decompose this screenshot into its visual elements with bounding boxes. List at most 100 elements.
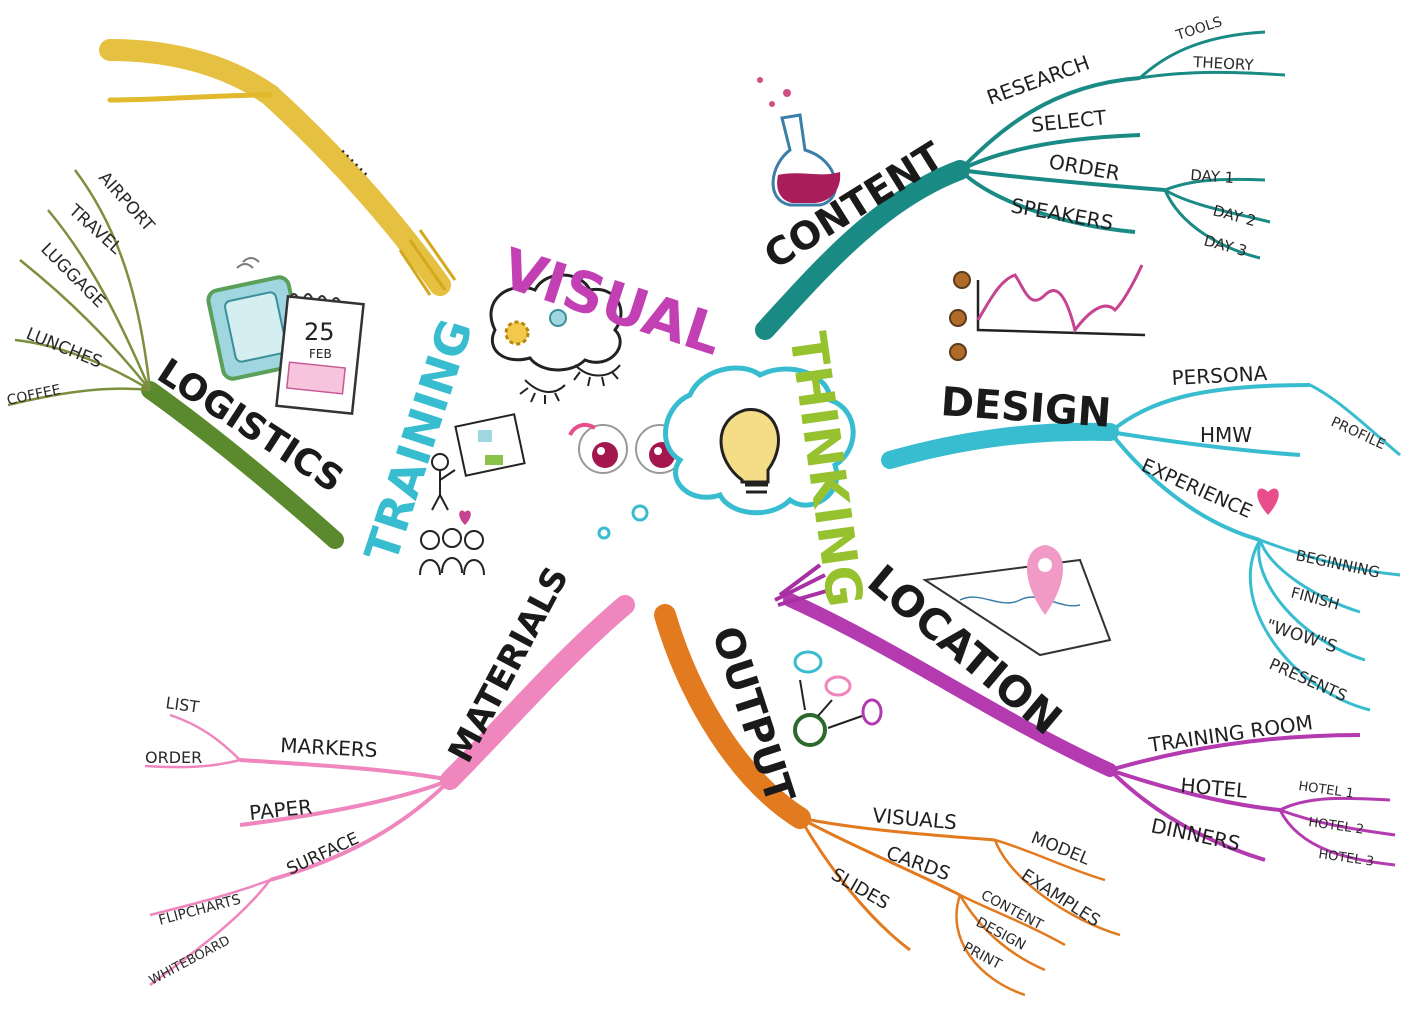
design-label: DESIGN (939, 379, 1112, 437)
people-doodle (419, 413, 526, 576)
process-bubble-2 (824, 675, 852, 697)
materials-paper: PAPER (248, 795, 313, 825)
branch-materials-trunk (440, 595, 635, 790)
branch-logistics-twig-coffee (7, 387, 151, 407)
branch-location-twig-dinners (1108, 768, 1266, 862)
branch-materials: MATERIALS MARKERS LIST ORDER PAPER SURFA… (144, 560, 635, 989)
design-finish: FINISH (1289, 583, 1341, 613)
process-bubble-1 (793, 650, 823, 674)
branch-content-twig-day1 (1164, 177, 1266, 192)
branch-output-twig-cards (799, 816, 961, 897)
eyelashes-left (519, 379, 566, 404)
branch-output-twig-content (959, 893, 1066, 947)
content-day1: DAY 1 (1190, 166, 1235, 187)
branch-output-twig-model (994, 838, 1106, 882)
eyelashes-right (573, 364, 621, 387)
content-day3: DAY 3 (1202, 231, 1249, 260)
branch-unnamed-trunk (99, 39, 451, 296)
branch-location-trunk (783, 593, 1117, 777)
branch-logistics-twig-lunches (14, 338, 151, 392)
content-speakers: SPEAKERS (1009, 193, 1115, 235)
branch-location-twig-hotel3 (1278, 809, 1396, 867)
branch-materials-twig-flipcharts (149, 878, 271, 917)
lightbulb-spark-icon (549, 309, 567, 327)
process-bubble-3 (861, 698, 883, 726)
branch-content-twig-day2 (1164, 188, 1271, 224)
content-select: SELECT (1030, 105, 1108, 137)
branch-output-trunk (654, 604, 811, 829)
branch-output-twig-design (958, 894, 1046, 972)
output-print: PRINT (960, 939, 1004, 973)
branch-design-twig-hmw (1109, 430, 1301, 457)
location-hotel3: HOTEL 3 (1317, 847, 1374, 870)
branch-output-twig-slides (798, 817, 911, 952)
materials-order: ORDER (145, 748, 202, 767)
branch-design-twig-wows (1257, 539, 1366, 662)
branch-materials-twig-paper (239, 778, 451, 827)
branch-output-twig-visuals (799, 816, 996, 842)
branch-materials-twig-whiteboard (149, 879, 271, 987)
calendar-day: 25 (304, 318, 335, 346)
branch-logistics-twig-travel (47, 209, 152, 391)
design-hmw: HMW (1200, 423, 1252, 447)
branch-unnamed: ...... (99, 39, 457, 296)
flask-doodle (757, 77, 841, 207)
branch-logistics-twig-airport (73, 169, 152, 391)
process-target-icon (793, 713, 827, 747)
central-topic: VISUAL THINKING TRAINING (354, 236, 874, 610)
location-dinners: DINNERS (1149, 813, 1242, 855)
branch-output-twig-examples (993, 839, 1121, 937)
branch-content-twig-tools (1138, 30, 1266, 80)
branch-materials-twig-list (169, 713, 241, 761)
chart-dot-1 (953, 271, 971, 289)
design-beginning: BEGINNING (1294, 546, 1381, 581)
branch-content-twig-order (959, 168, 1166, 192)
logistics-luggage: LUGGAGE (36, 239, 109, 312)
branch-content-twig-select (959, 133, 1141, 172)
logistics-travel: TRAVEL (64, 200, 126, 259)
branch-content-twig-theory (1139, 70, 1286, 80)
branch-design-twig-finish (1258, 539, 1361, 614)
branch-content-twig-day3 (1163, 189, 1261, 260)
branch-design-twig-presents (1248, 539, 1371, 712)
chart-axes (976, 280, 1146, 337)
location-pin-icon (1026, 545, 1064, 615)
content-research: RESEARCH (984, 50, 1093, 109)
branch-content-twig-speakers (958, 168, 1136, 234)
branch-content-trunk (755, 160, 970, 340)
calendar-month: FEB (309, 347, 332, 361)
branch-output-twig-print (955, 894, 1026, 997)
location-hotel: HOTEL (1180, 773, 1249, 803)
branch-content-twig-research (958, 76, 1141, 172)
branch-output: OUTPUT VISUALS MODEL EXAMPLES CARDS CONT… (654, 604, 1121, 997)
branch-logistics-trunk (141, 381, 344, 549)
branch-design-twig-beginning (1259, 538, 1401, 577)
branch-location-twig-hotel2 (1279, 808, 1396, 837)
small-heart-icon (459, 510, 471, 525)
lightbulb-icon (719, 408, 780, 484)
phone-calendar-doodle: 25 FEB (206, 257, 365, 416)
content-theory: THEORY (1192, 53, 1255, 74)
chart-line (976, 264, 1144, 334)
output-slides: SLIDES (828, 864, 893, 914)
branch-unnamed-twig-1 (107, 92, 273, 103)
design-presents: PRESENTS (1266, 654, 1350, 705)
branch-design-twig-profile (1309, 383, 1401, 457)
branch-location-twig-hotel (1109, 768, 1281, 812)
gear-icon (504, 320, 530, 346)
branch-materials-twig-order (144, 758, 241, 769)
heart-icon (1257, 488, 1279, 515)
output-cards: CARDS (883, 842, 953, 885)
easel-board (454, 413, 526, 477)
materials-whiteboard: WHITEBOARD (147, 933, 233, 988)
materials-list: LIST (164, 693, 200, 717)
branch-location-twig-training-room (1109, 733, 1361, 772)
chart-dot-3 (949, 343, 967, 361)
branch-design-twig-persona (1108, 383, 1311, 434)
materials-markers: MARKERS (280, 733, 378, 762)
logistics-lunches: LUNCHES (23, 324, 105, 373)
branch-location-twig-hotel1 (1279, 796, 1391, 812)
location-training-room: TRAINING ROOM (1146, 710, 1314, 757)
branch-design-trunk (881, 422, 1119, 469)
